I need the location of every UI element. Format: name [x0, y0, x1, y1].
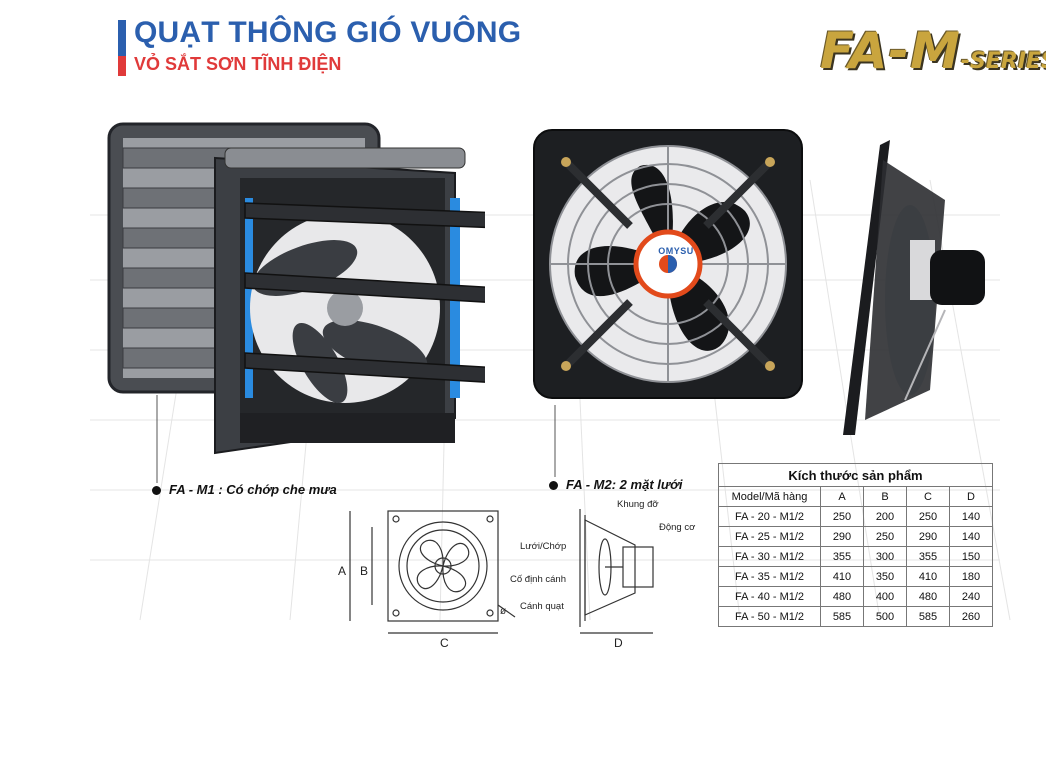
cell-c: 355 — [906, 546, 950, 567]
header-b: B — [863, 486, 907, 507]
title-accent-blue — [118, 20, 126, 56]
cell-d: 180 — [949, 566, 993, 587]
cell-model: FA - 25 - M1/2 — [718, 526, 821, 547]
label-motor: Động cơ — [659, 522, 696, 533]
dim-label-d: D — [614, 636, 623, 650]
cell-model: FA - 20 - M1/2 — [718, 506, 821, 527]
label-frame: Khung đỡ — [617, 499, 659, 510]
cell-c: 290 — [906, 526, 950, 547]
cell-c: 250 — [906, 506, 950, 527]
table-row: FA - 40 - M1/2 480 400 480 240 — [718, 586, 993, 607]
header-d: D — [949, 486, 993, 507]
caption-fa-m1: FA - M1 : Có chớp che mưa — [152, 482, 337, 497]
table-caption: Kích thước sản phẩm — [718, 463, 993, 487]
title-accent-red — [118, 56, 126, 76]
fan-louver-image — [107, 122, 485, 455]
cell-model: FA - 50 - M1/2 — [718, 606, 821, 627]
cell-b: 250 — [863, 526, 907, 547]
cell-d: 150 — [949, 546, 993, 567]
bullet-icon — [549, 481, 558, 491]
cell-b: 500 — [863, 606, 907, 627]
table-row: FA - 30 - M1/2 355 300 355 150 — [718, 546, 993, 567]
cell-a: 480 — [820, 586, 864, 607]
bullet-icon — [152, 486, 161, 496]
cell-b: 350 — [863, 566, 907, 587]
caption-fa-m1-text: FA - M1 : Có chớp che mưa — [169, 482, 337, 497]
spec-table: Kích thước sản phẩm Model/Mã hàng A B C … — [718, 463, 993, 627]
cell-d: 140 — [949, 506, 993, 527]
table-row: FA - 50 - M1/2 585 500 585 260 — [718, 606, 993, 627]
cell-model: FA - 40 - M1/2 — [718, 586, 821, 607]
table-row: FA - 25 - M1/2 290 250 290 140 — [718, 526, 993, 547]
dim-label-c: C — [440, 636, 449, 650]
caption-fa-m2: FA - M2: 2 mặt lưới — [549, 477, 683, 492]
cell-b: 200 — [863, 506, 907, 527]
cell-a: 585 — [820, 606, 864, 627]
cell-a: 410 — [820, 566, 864, 587]
dim-label-b: B — [360, 564, 369, 578]
table-caption-row: Kích thước sản phẩm — [718, 463, 993, 487]
cell-model: FA - 35 - M1/2 — [718, 566, 821, 587]
cell-c: 480 — [906, 586, 950, 607]
dim-label-a: A — [338, 564, 347, 578]
side-diagram — [579, 509, 654, 634]
table-header-row: Model/Mã hàng A B C D — [718, 486, 993, 507]
brand-badge: OMYSU — [658, 246, 694, 256]
header-c: C — [906, 486, 950, 507]
page-title: QUẠT THÔNG GIÓ VUÔNG — [134, 16, 522, 49]
label-grill: Lưới/Chớp — [520, 541, 567, 552]
fan-grill-image — [533, 129, 803, 399]
header-a: A — [820, 486, 864, 507]
series-logo: FA-M-SERIES — [820, 22, 1046, 80]
cell-a: 355 — [820, 546, 864, 567]
cell-d: 240 — [949, 586, 993, 607]
table-row: FA - 35 - M1/2 410 350 410 180 — [718, 566, 993, 587]
header-model: Model/Mã hàng — [718, 486, 821, 507]
cell-b: 300 — [863, 546, 907, 567]
label-blade: Cánh quạt — [520, 601, 564, 612]
cell-c: 585 — [906, 606, 950, 627]
table-row: FA - 20 - M1/2 250 200 250 140 — [718, 506, 993, 527]
page-subtitle: VỎ SẮT SƠN TĨNH ĐIỆN — [134, 54, 342, 74]
front-diagram — [349, 510, 516, 634]
cell-a: 250 — [820, 506, 864, 527]
caption-leader-lines — [156, 395, 556, 483]
cell-b: 400 — [863, 586, 907, 607]
fan-side-image — [843, 140, 985, 435]
caption-fa-m2-text: FA - M2: 2 mặt lưới — [566, 477, 683, 492]
cell-d: 260 — [949, 606, 993, 627]
series-main: FA-M — [820, 22, 961, 80]
cell-a: 290 — [820, 526, 864, 547]
cell-d: 140 — [949, 526, 993, 547]
cell-model: FA - 30 - M1/2 — [718, 546, 821, 567]
cell-c: 410 — [906, 566, 950, 587]
series-suffix: -SERIES — [960, 49, 1046, 74]
dim-label-hole: ø — [500, 606, 507, 617]
label-fixer: Cố định cánh — [510, 574, 566, 585]
